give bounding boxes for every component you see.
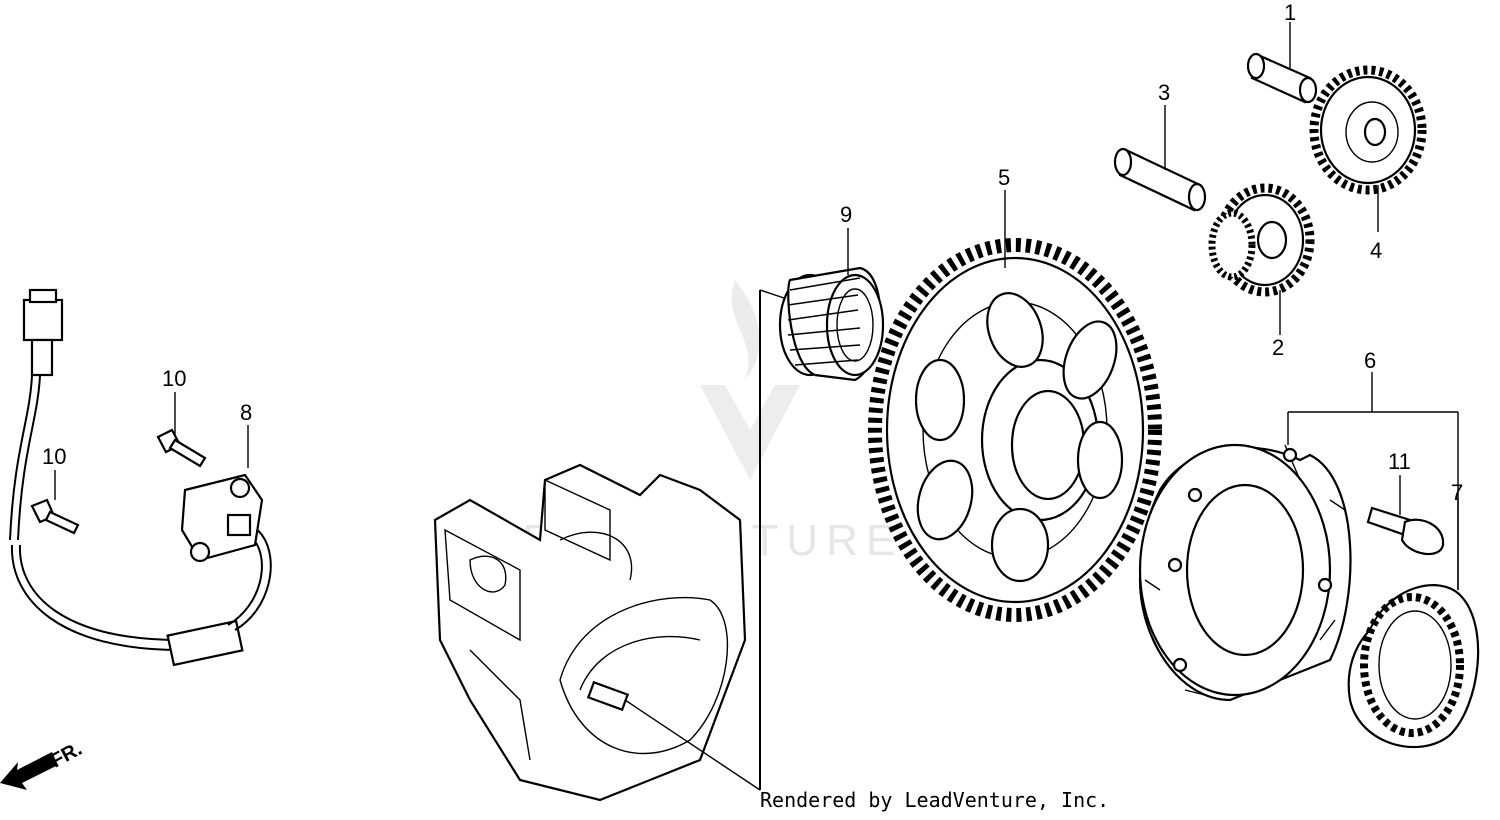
callout-11: 11 — [1388, 449, 1411, 474]
callout-10-upper: 10 — [162, 366, 186, 391]
callout-9: 9 — [840, 202, 852, 227]
callout-8: 8 — [240, 400, 252, 425]
shaft-1 — [1246, 52, 1318, 104]
leader-lines — [54, 22, 1459, 590]
shaft-3 — [1113, 147, 1207, 212]
starter-clutch-ring-7 — [1347, 584, 1480, 749]
pulse-generator-harness — [9, 288, 272, 667]
socket-bolt-11 — [1366, 506, 1445, 556]
front-arrow-icon — [0, 752, 58, 790]
callout-3: 3 — [1158, 80, 1170, 105]
bolt-10-lower — [30, 498, 80, 535]
callout-4: 4 — [1370, 238, 1382, 263]
engine-crankcase — [433, 463, 761, 802]
needle-bearing-9 — [778, 266, 885, 382]
callout-2: 2 — [1272, 335, 1284, 360]
bolt-10-upper — [156, 428, 207, 468]
callout-7: 7 — [1451, 480, 1463, 505]
callout-6: 6 — [1364, 348, 1376, 373]
callout-1: 1 — [1284, 0, 1296, 25]
reduction-gear-2 — [1208, 183, 1315, 297]
reduction-gear-4 — [1309, 65, 1427, 195]
callout-numbers: 1 2 3 4 5 6 7 8 9 10 10 11 — [42, 0, 1463, 505]
callout-10-lower: 10 — [42, 444, 66, 469]
starter-clutch-outer-6 — [1138, 443, 1352, 702]
callout-5: 5 — [998, 165, 1010, 190]
front-direction-indicator: FR. — [0, 738, 86, 790]
render-credit: Rendered by LeadVenture, Inc. — [760, 788, 1110, 812]
starter-driven-gear-5 — [868, 238, 1162, 622]
